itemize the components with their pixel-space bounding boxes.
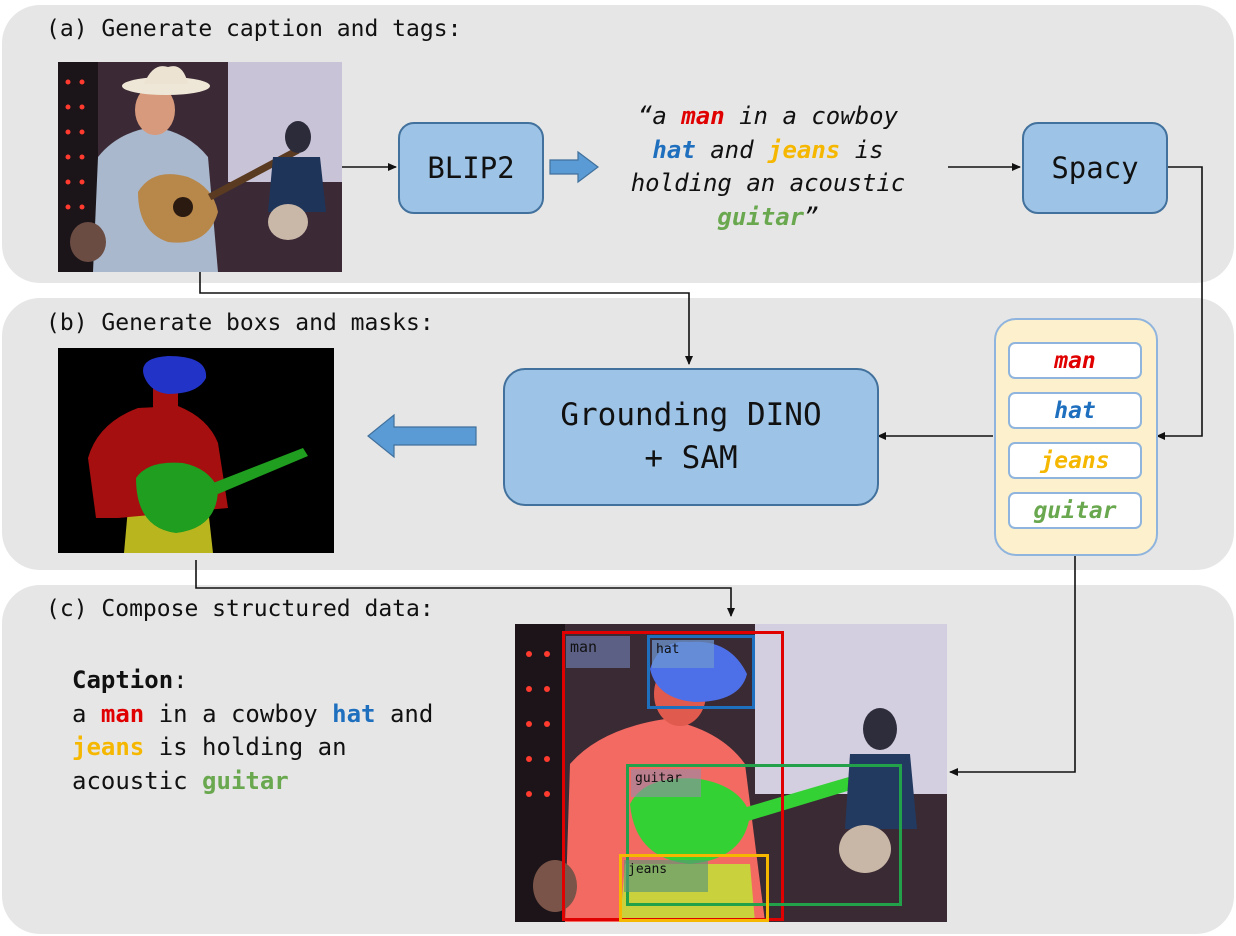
caption-label: Caption — [72, 666, 174, 694]
generated-caption: “a man in a cowboy hat and jeans is hold… — [598, 100, 938, 234]
blip2-node: BLIP2 — [398, 122, 544, 214]
bbox-label-man: man — [566, 636, 630, 668]
panel-c-title: (c) Compose structured data: — [46, 596, 434, 622]
spacy-node: Spacy — [1022, 122, 1168, 214]
mask-image — [58, 348, 334, 553]
caption-word-hat: hat — [652, 135, 696, 164]
caption-open-quote: “a — [637, 102, 667, 130]
bbox-label-jeans: jeans — [624, 860, 708, 892]
blip2-label: BLIP2 — [427, 151, 515, 185]
bbox-jeans — [619, 854, 769, 922]
bbox-label-guitar: guitar — [631, 769, 701, 797]
composed-text-3: is holding an — [158, 733, 347, 761]
panel-b-title: (b) Generate boxs and masks: — [46, 310, 434, 336]
composed-text-0: a — [72, 699, 87, 728]
tag-man: man — [1008, 342, 1142, 379]
composed-text-4: acoustic — [72, 766, 188, 795]
caption-text-4: holding an acoustic — [630, 169, 906, 197]
tag-hat: hat — [1008, 392, 1142, 429]
caption-word-jeans: jeans — [768, 135, 841, 164]
arrow-photo-to-grounding — [199, 272, 693, 365]
composed-word-hat: hat — [332, 699, 376, 728]
caption-label-colon: : — [173, 666, 188, 694]
segmentation-mask-illustration — [58, 348, 334, 553]
composed-word-jeans: jeans — [72, 733, 145, 761]
source-photo — [58, 62, 342, 272]
composed-word-guitar: guitar — [202, 766, 289, 795]
bbox-guitar — [626, 764, 902, 906]
annotated-image: man hat guitar jeans — [515, 624, 947, 922]
composed-word-man: man — [100, 699, 145, 728]
bbox-label-hat: hat — [652, 640, 714, 668]
composed-text-2: and — [389, 699, 434, 728]
tag-jeans: jeans — [1008, 442, 1142, 479]
tag-guitar: guitar — [1008, 492, 1142, 529]
spacy-label: Spacy — [1051, 151, 1139, 185]
block-arrow-right — [549, 150, 599, 184]
caption-word-man: man — [681, 102, 725, 130]
arrow-tags-to-composed — [949, 553, 1076, 776]
block-arrow-left — [367, 413, 477, 459]
caption-text-1: in a cowboy — [739, 102, 899, 130]
composed-text-1: in a cowboy — [158, 699, 318, 728]
grounding-label-line2: + SAM — [644, 440, 738, 476]
panel-a-title: (a) Generate caption and tags: — [46, 16, 462, 42]
arrow-mask-to-composed — [195, 560, 735, 617]
grounding-label-line1: Grounding DINO — [560, 397, 822, 433]
caption-word-guitar: guitar — [717, 202, 805, 231]
caption-close-quote: ” — [804, 202, 819, 231]
caption-text-3: is — [854, 135, 884, 164]
composed-caption: Caption: a man in a cowboy hat and jeans… — [72, 664, 433, 798]
bbox-hat — [647, 635, 755, 709]
caption-text-2: and — [710, 135, 754, 164]
concert-photo-illustration — [58, 62, 342, 272]
grounding-dino-sam-node: Grounding DINO + SAM — [503, 368, 879, 506]
arrow-spacy-to-tags — [1156, 166, 1203, 440]
